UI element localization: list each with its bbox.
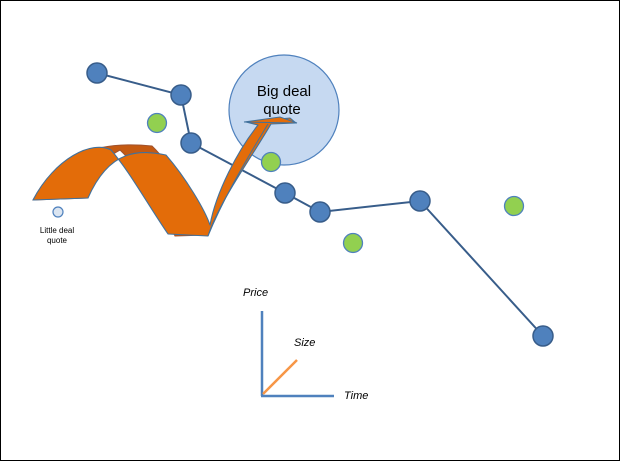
axis-key: Price Size Time	[243, 287, 368, 402]
arrow-fold	[207, 123, 269, 237]
quote-point	[503, 195, 525, 217]
time-axis-label: Time	[344, 390, 368, 402]
price-move-arrow	[32, 116, 298, 237]
big-deal-label-line1: Big deal	[257, 83, 311, 100]
size-axis-label: Size	[294, 337, 315, 349]
size-axis	[262, 359, 298, 395]
quote-point	[342, 232, 364, 254]
quote-point	[260, 151, 282, 173]
little-deal-quote: Little deal quote	[40, 206, 74, 245]
trade-point	[274, 182, 296, 204]
little-deal-label-line2: quote	[47, 236, 68, 245]
trade-point	[86, 62, 108, 84]
arrow-head	[243, 116, 298, 124]
little-deal-dot	[52, 206, 64, 218]
trade-point	[309, 201, 331, 223]
trade-point	[180, 132, 202, 154]
trade-point	[409, 190, 431, 212]
quote-points	[146, 112, 525, 254]
little-deal-label-line1: Little deal	[40, 226, 74, 235]
trade-point	[532, 325, 554, 347]
big-deal-label-line2: quote	[263, 101, 301, 118]
price-axis-label: Price	[243, 287, 268, 299]
trade-points	[86, 62, 554, 347]
quote-point	[146, 112, 168, 134]
trade-point	[170, 84, 192, 106]
